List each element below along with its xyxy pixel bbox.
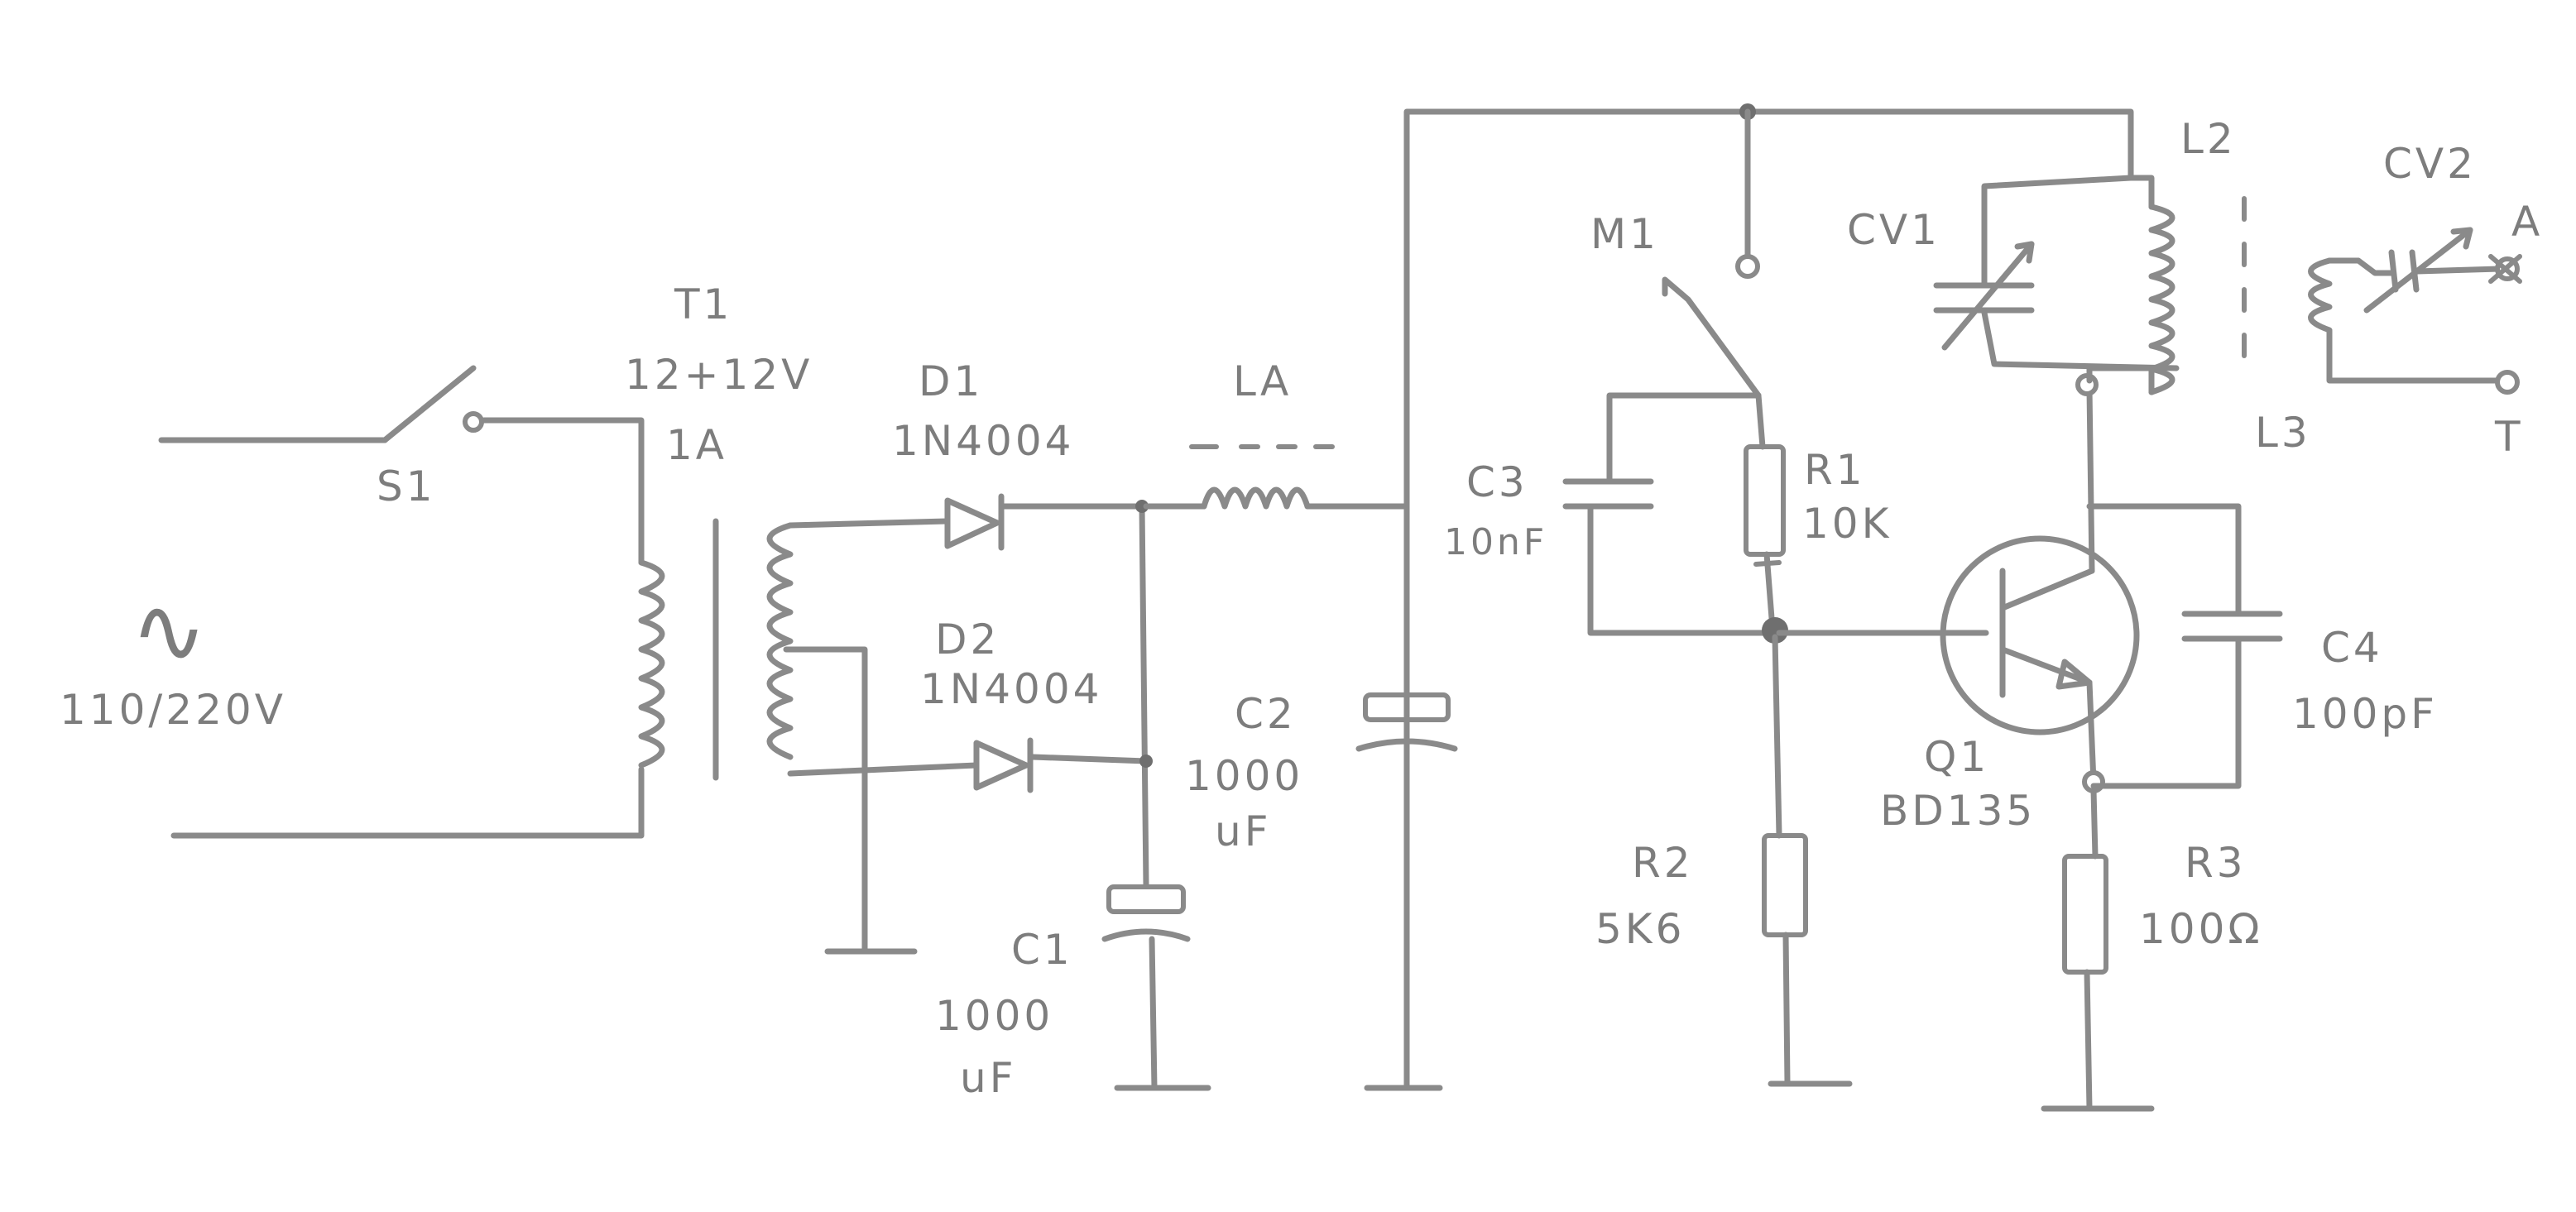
capacitor-c2-value: 1000: [1185, 752, 1303, 800]
switch-s1-contact: [463, 411, 484, 433]
tank-circuit: CV1 L2: [1847, 115, 2247, 395]
l2-label: L2: [2180, 115, 2237, 163]
supply-rail: [1403, 108, 2134, 1091]
transformer-current-label: 1A: [666, 421, 727, 469]
transistor-q1: Q1 BD135: [1880, 535, 2140, 835]
capacitor-c3-value: 10nF: [1444, 521, 1547, 563]
resistor-r1-value: 10K: [1802, 500, 1892, 548]
transistor-q1-collector: [1999, 568, 2095, 611]
transistor-q1-part: BD135: [1880, 787, 2036, 835]
transformer-voltage-label: 12+12V: [625, 351, 813, 399]
capacitor-c1-unit: uF: [960, 1054, 1016, 1102]
secondary-wiring: [783, 518, 980, 955]
inductor-la: LA: [1143, 357, 1410, 510]
capacitor-c1: C1 1000 uF: [935, 884, 1211, 1102]
diode-d2-part: 1N4004: [920, 665, 1102, 713]
resistor-r3-ref: R3: [2185, 839, 2247, 887]
ac-source-symbol: ∿: [131, 577, 207, 683]
resistor-r1: R1 10K: [1744, 392, 1892, 632]
meter-m1-label: M1: [1590, 210, 1659, 258]
capacitor-c3-ref: C3: [1466, 458, 1528, 506]
resistor-r2-ref: R2: [1632, 839, 1694, 887]
switch-s1-lever: [381, 365, 477, 443]
diode-d1: D1 1N4004: [892, 357, 1145, 551]
inductor-la-label: LA: [1233, 357, 1292, 405]
emitter-arrow-icon: [2056, 659, 2093, 690]
junction-dot: [1762, 617, 1788, 644]
cv1-bottom-wire: [1981, 309, 2180, 371]
resistor-r2: R2 5K6: [1595, 634, 1853, 1087]
emitter-wire: [2086, 679, 2097, 785]
output-terminal-t: [2495, 370, 2520, 395]
capacitor-c4: C4 100pF: [2086, 503, 2438, 789]
resistor-r3-value: 100Ω: [2139, 905, 2263, 953]
capacitor-c4-ref: C4: [2321, 624, 2383, 672]
rectifier-node-wire: [1139, 503, 1149, 889]
output-a-label: A: [2511, 198, 2543, 246]
diode-d1-ref: D1: [919, 357, 983, 405]
cv2-label: CV2: [2383, 140, 2477, 188]
diode-d1-part: 1N4004: [892, 417, 1074, 465]
source-voltage-label: 110/220V: [60, 686, 286, 734]
capacitor-c2-unit: uF: [1215, 807, 1271, 855]
resistor-r1-ref: R1: [1804, 446, 1866, 494]
diode-d2-ref: D2: [935, 616, 1000, 663]
diode-d2: D2 1N4004: [920, 616, 1149, 793]
l3-label: L3: [2255, 409, 2311, 457]
capacitor-c2-ref: C2: [1235, 690, 1297, 738]
transformer-ref-label: T1: [674, 280, 732, 328]
output-t-label: T: [2494, 413, 2524, 461]
capacitor-c1-value: 1000: [935, 992, 1053, 1040]
coil-l2: [2148, 204, 2175, 395]
transformer-primary-coil: [638, 559, 665, 769]
mains-input: ∿ 110/220V S1: [60, 365, 645, 839]
coil-l3: [2308, 257, 2333, 333]
transformer-secondary-coil: [766, 522, 794, 760]
junction-dot: [1135, 500, 1149, 513]
capacitor-c2: C2 1000 uF: [1185, 690, 1458, 1091]
cv1-variable-arrow: [1941, 241, 2035, 351]
cv2-plate-left: [2388, 249, 2399, 293]
transistor-q1-body: [1940, 535, 2140, 735]
cv1-label: CV1: [1847, 206, 1940, 254]
switch-s1-label: S1: [377, 462, 436, 510]
transistor-q1-emitter: [1999, 646, 2093, 686]
meter-m1-contact-top: [1735, 254, 1760, 279]
transistor-q1-ref: Q1: [1924, 733, 1989, 781]
collector-wire: [2086, 386, 2095, 574]
capacitor-c4-value: 100pF: [2292, 690, 2438, 738]
resistor-r3: R3 100Ω: [2041, 787, 2263, 1112]
capacitor-c1-ref: C1: [1011, 926, 1073, 974]
output-coupling: CV2 L3 A T: [2255, 140, 2543, 461]
meter-m1: M1: [1590, 108, 1762, 399]
capacitor-c3: C3 10nF: [1444, 392, 1782, 636]
resistor-r2-value: 5K6: [1595, 905, 1685, 953]
transformer-t1: T1 12+12V 1A: [625, 280, 813, 781]
junction-dot: [1139, 755, 1153, 768]
